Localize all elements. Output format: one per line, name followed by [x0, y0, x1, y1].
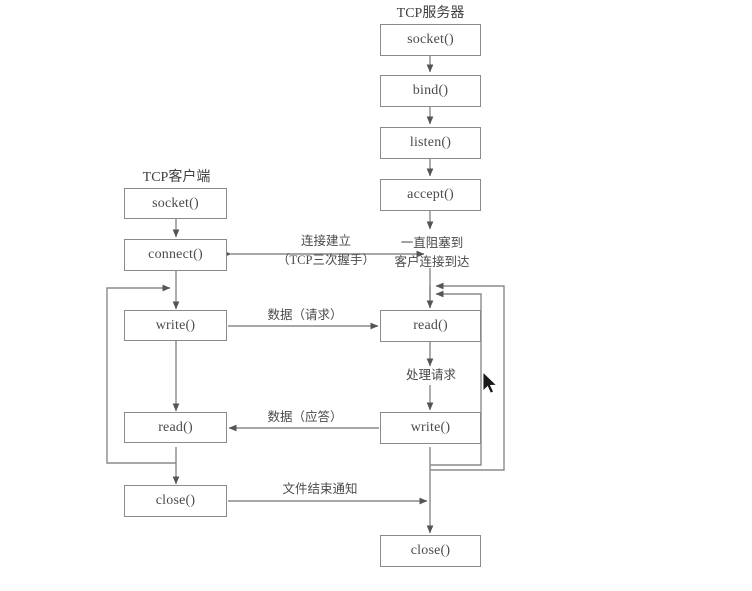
- edge-label-eof-notice: 文件结束通知: [282, 482, 358, 496]
- edge-label-connection-established: 连接建立 （TCP三次握手）: [240, 232, 412, 270]
- node-server-accept[interactable]: accept(): [380, 179, 481, 211]
- node-server-read[interactable]: read(): [380, 310, 481, 342]
- node-server-listen[interactable]: listen(): [380, 127, 481, 159]
- block-line-2: 客户连接到达: [394, 255, 470, 269]
- node-client-write[interactable]: write(): [124, 310, 227, 341]
- client-column-title: TCP客户端: [142, 170, 211, 185]
- edge-label-data-request: 数据（请求）: [267, 308, 343, 322]
- node-server-bind[interactable]: bind(): [380, 75, 481, 107]
- server-column-title: TCP服务器: [396, 6, 465, 21]
- node-client-read[interactable]: read(): [124, 412, 227, 443]
- connection-line-1: 连接建立: [300, 234, 351, 248]
- node-server-write[interactable]: write(): [380, 412, 481, 444]
- edge-label-block-until-connect: 一直阻塞到 客户连接到达: [378, 234, 486, 272]
- edge-label-process-request: 处理请求: [405, 368, 456, 382]
- node-server-close[interactable]: close(): [380, 535, 481, 567]
- node-client-close[interactable]: close(): [124, 485, 227, 517]
- edge-label-data-response: 数据（应答）: [267, 410, 343, 424]
- node-client-socket[interactable]: socket(): [124, 188, 227, 219]
- node-server-socket[interactable]: socket(): [380, 24, 481, 56]
- connection-line-2: （TCP三次握手）: [277, 253, 375, 267]
- node-client-connect[interactable]: connect(): [124, 239, 227, 271]
- block-line-1: 一直阻塞到: [400, 236, 464, 250]
